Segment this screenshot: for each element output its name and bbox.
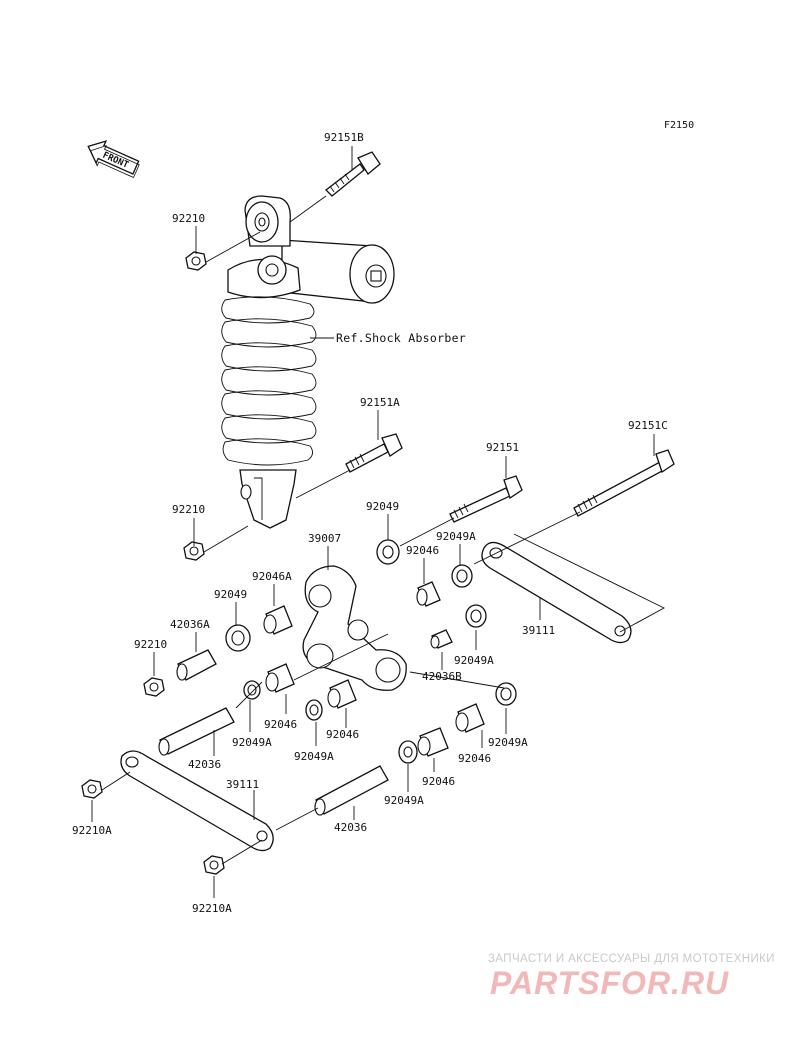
callout-92151C: 92151C [628,419,668,432]
watermark-logo: PARTSFOR.RU [490,965,729,1001]
callout-92210-left: 92210 [134,638,167,651]
nut-92210A-bottom [203,855,225,875]
collar-42036A [176,649,217,681]
nut-92210A-left [81,779,103,799]
leader-lines [91,146,665,898]
link-39111-right [481,541,632,644]
bolt-92151 [449,475,523,523]
callout-92049-left: 92049 [214,588,247,601]
seal-92049A-right-mid [465,604,487,628]
washer-92049-left [225,624,251,652]
callout-92046-low: 92046 [422,775,455,788]
callout-42036-left: 42036 [188,758,221,771]
callout-92046-mid1: 92046 [264,718,297,731]
bearing-92046-right-low [455,703,485,733]
bolt-92151C [573,449,675,517]
link-39111-left [120,750,274,852]
watermark-tagline: ЗАПЧАСТИ И АКСЕССУАРЫ ДЛЯ МОТОТЕХНИКИ [488,953,775,965]
seal-92049A-low [398,740,418,764]
shock-absorber [221,195,395,529]
callout-92049-top: 92049 [366,500,399,513]
callout-42036B: 42036B [422,670,462,683]
callout-92049A-top: 92049A [436,530,476,543]
callout-92046-top: 92046 [406,544,439,557]
figure-code: F2150 [664,120,694,131]
callout-39111-right: 39111 [522,624,555,637]
callout-92151: 92151 [486,441,519,454]
nut-92210-mid [183,541,205,561]
callout-92151B: 92151B [324,131,364,144]
seal-92049A-right-low [495,682,517,706]
collar-42036-left [158,707,235,756]
seal-92049A-top [451,564,473,588]
callout-92210-mid: 92210 [172,503,205,516]
seal-92049A-mid2 [305,699,323,721]
bearing-92046-mid1 [265,663,295,693]
bearing-92046-low [417,727,449,757]
callout-92151A: 92151A [360,396,400,409]
callout-39111-left: 39111 [226,778,259,791]
seal-92049A-mid1 [243,680,261,700]
collar-42036-low [314,765,389,816]
callout-92046-right-low: 92046 [458,752,491,765]
callout-92049A-mid2: 92049A [294,750,334,763]
bolt-92151B [325,151,381,197]
callout-92046-mid2: 92046 [326,728,359,741]
callout-92046A: 92046A [252,570,292,583]
bolt-92151A [345,433,403,473]
watermark: ЗАПЧАСТИ И АКСЕССУАРЫ ДЛЯ МОТОТЕХНИКИ PA… [488,953,775,1001]
callout-42036-low: 42036 [334,821,367,834]
rocker-arm-39007 [302,565,407,691]
callout-92210A-left: 92210A [72,824,112,837]
callout-92049A-low: 92049A [384,794,424,807]
callout-42036A: 42036A [170,618,210,631]
part-callouts: 92151B 92210 Ref.Shock Absorber 92151A 9… [72,131,668,915]
callout-92049A-right-low: 92049A [488,736,528,749]
bearing-92046-mid2 [327,679,357,709]
nut-92210-top [185,251,207,271]
callout-92049A-right-mid: 92049A [454,654,494,667]
callout-92210A-bottom: 92210A [192,902,232,915]
front-arrow-icon: FRONT [87,140,140,179]
collar-42036B [430,629,453,649]
callout-92210-top: 92210 [172,212,205,225]
bearing-92046A [263,605,293,635]
nut-92210-left [143,677,165,697]
bearing-92046-top [416,581,441,607]
callout-39007: 39007 [308,532,341,545]
washer-92049-top [376,539,400,565]
ref-shock-absorber: Ref.Shock Absorber [336,331,466,345]
callout-92049A-mid1: 92049A [232,736,272,749]
